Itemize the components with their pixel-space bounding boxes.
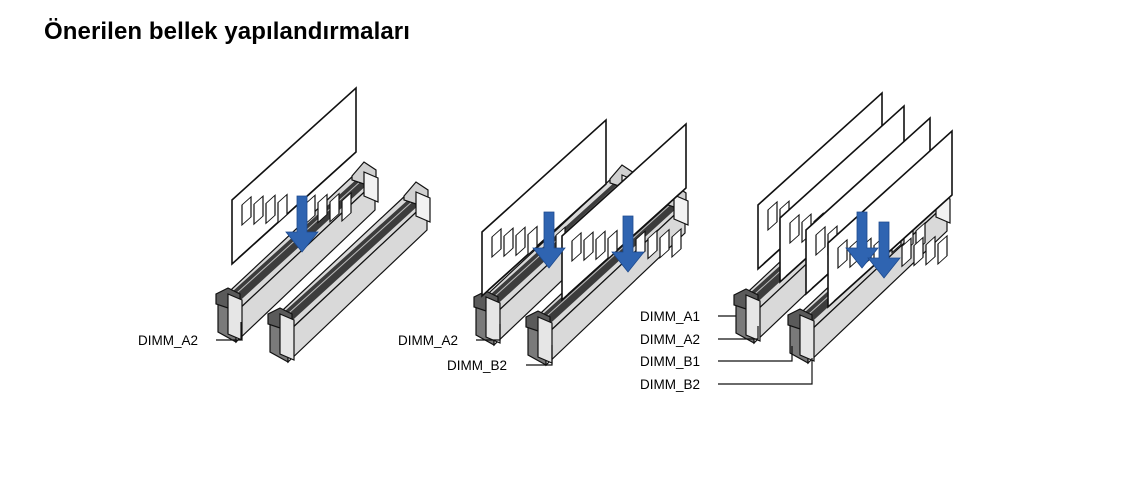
config-3-diagram: DIMM_A1 DIMM_A2 DIMM_B1 DIMM_B2	[640, 92, 953, 392]
leader-line	[718, 326, 759, 340]
leader-line	[718, 358, 813, 385]
leader-line	[216, 322, 242, 341]
leader-line	[476, 324, 501, 341]
label-dimm-b2: DIMM_B2	[447, 358, 507, 373]
leader-line	[526, 345, 553, 366]
label-dimm-b2: DIMM_B2	[640, 377, 700, 392]
label-dimm-a2: DIMM_A2	[398, 333, 458, 348]
page-title: Önerilen bellek yapılandırmaları	[44, 18, 411, 45]
label-dimm-b1: DIMM_B1	[640, 354, 700, 369]
label-dimm-a1: DIMM_A1	[640, 309, 700, 324]
label-dimm-a2: DIMM_A2	[640, 332, 700, 347]
leader-line	[718, 346, 793, 362]
config-1-diagram: DIMM_A2	[138, 87, 431, 363]
config-2-diagram: DIMM_A2 DIMM_B2	[398, 119, 689, 373]
label-dimm-a2: DIMM_A2	[138, 333, 198, 348]
